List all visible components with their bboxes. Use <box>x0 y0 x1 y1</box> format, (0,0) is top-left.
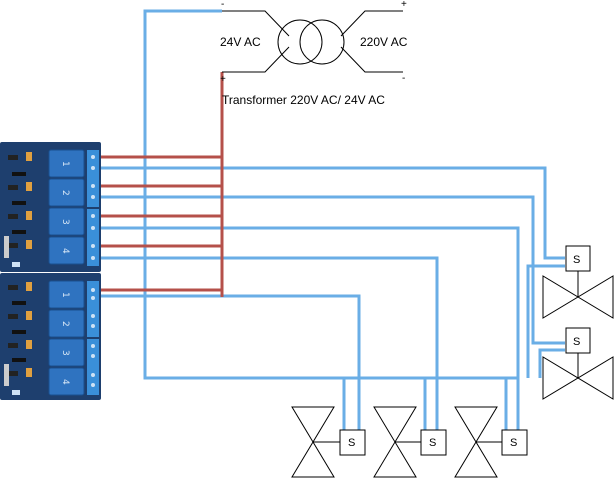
solenoid-box <box>501 429 528 456</box>
diode-icon <box>12 201 26 205</box>
blue-wires <box>100 9 565 437</box>
transformer: 24V AC 220V AC - + + - Transformer 220V … <box>220 0 408 107</box>
relay-1-ch3-label: 3 <box>60 219 70 225</box>
solenoid-label: S <box>573 254 580 266</box>
solenoid-box <box>420 429 447 456</box>
relay-2-ch1-label: 1 <box>60 292 70 298</box>
valve-right-1: S <box>542 245 614 319</box>
relay-board-2: 1 2 3 4 <box>0 273 101 400</box>
solenoid-label: S <box>348 437 355 449</box>
wire-relay1-ch1 <box>100 166 565 260</box>
transformer-coil-left <box>277 19 323 65</box>
wire-common-return <box>143 9 518 380</box>
red-wires <box>100 72 224 297</box>
valve-bottom-1: S <box>291 406 366 478</box>
terminal-block-1a <box>87 150 99 207</box>
relay-1-ch1 <box>48 149 85 178</box>
transistor-icon <box>8 243 18 248</box>
relay-1-ch4-label: 4 <box>60 248 70 254</box>
solenoid-label: S <box>573 336 580 348</box>
valve-right-2: S <box>542 327 614 400</box>
relay-2-ch1 <box>48 280 85 309</box>
polarity-bottom-left: + <box>220 74 226 85</box>
polarity-top-left: - <box>221 0 224 10</box>
solenoid-box <box>339 429 366 456</box>
led-icon <box>26 152 32 161</box>
pin-header-icon <box>4 364 9 386</box>
transistor-icon <box>8 343 18 348</box>
led-icon <box>26 368 32 377</box>
relay-1-ch4 <box>48 236 85 265</box>
relay-2-ch3-label: 3 <box>60 350 70 356</box>
transformer-lead-top-right <box>340 10 403 37</box>
terminal-screws-1 <box>91 155 95 260</box>
led-icon <box>26 211 32 220</box>
transformer-caption: Transformer 220V AC/ 24V AC <box>222 93 385 107</box>
terminal-block-2b <box>87 339 99 395</box>
led-icon <box>26 182 32 191</box>
relay-2-ch4 <box>48 367 85 396</box>
diode-icon <box>12 358 26 362</box>
relay-1-ch3 <box>48 207 85 236</box>
diode-icon <box>12 301 26 305</box>
transformer-lead-bottom-right <box>340 46 403 73</box>
diode-icon <box>12 172 26 176</box>
solenoid-box <box>565 245 591 272</box>
transformer-coil-right <box>299 19 345 65</box>
relay-2-ch4-label: 4 <box>60 379 70 385</box>
valve-bottom-2: S <box>373 406 447 478</box>
transistor-icon <box>8 314 18 319</box>
pin-header-icon <box>4 236 9 258</box>
led-icon <box>26 240 32 249</box>
transistor-icon <box>8 285 18 290</box>
wire-right-sol1-common <box>526 264 565 378</box>
transformer-lead-top-left <box>222 10 290 37</box>
relay-2-ch2-label: 2 <box>60 321 70 327</box>
terminal-block-2a <box>87 281 99 337</box>
transformer-24v-label: 24V AC <box>220 35 261 49</box>
wire-relay1-ch2 <box>100 195 565 345</box>
relay-1-ch1-label: 1 <box>60 161 70 167</box>
led-icon <box>26 340 32 349</box>
transformer-220v-label: 220V AC <box>360 35 408 49</box>
relay-2-ch2 <box>48 309 85 338</box>
polarity-bottom-right: - <box>402 73 405 84</box>
relay-1-ch2-label: 2 <box>60 190 70 196</box>
led-icon <box>26 282 32 291</box>
led-icon <box>26 311 32 320</box>
valve-bottom-3: S <box>454 406 528 478</box>
transistor-icon <box>8 371 18 376</box>
wire-right-sol2-common <box>538 348 565 378</box>
transistor-icon <box>8 155 18 160</box>
relay-board-2-components <box>4 282 32 395</box>
polarity-top-right: + <box>401 0 407 10</box>
connector-icon <box>12 262 20 267</box>
connector-icon <box>12 390 20 395</box>
terminal-screws-2 <box>91 288 95 387</box>
transformer-lead-bottom-left <box>222 46 290 73</box>
transistor-icon <box>8 214 18 219</box>
relay-board-1: 1 2 3 4 <box>0 142 101 272</box>
relay-2-ch3 <box>48 338 85 367</box>
relay-board-1-components <box>4 152 32 267</box>
solenoid-label: S <box>429 437 436 449</box>
relay-1-ch2 <box>48 178 85 207</box>
terminal-block-1b <box>87 209 99 266</box>
diode-icon <box>12 230 26 234</box>
solenoid-label: S <box>510 437 517 449</box>
solenoid-box <box>565 327 591 354</box>
transistor-icon <box>8 185 18 190</box>
diode-icon <box>12 330 26 334</box>
